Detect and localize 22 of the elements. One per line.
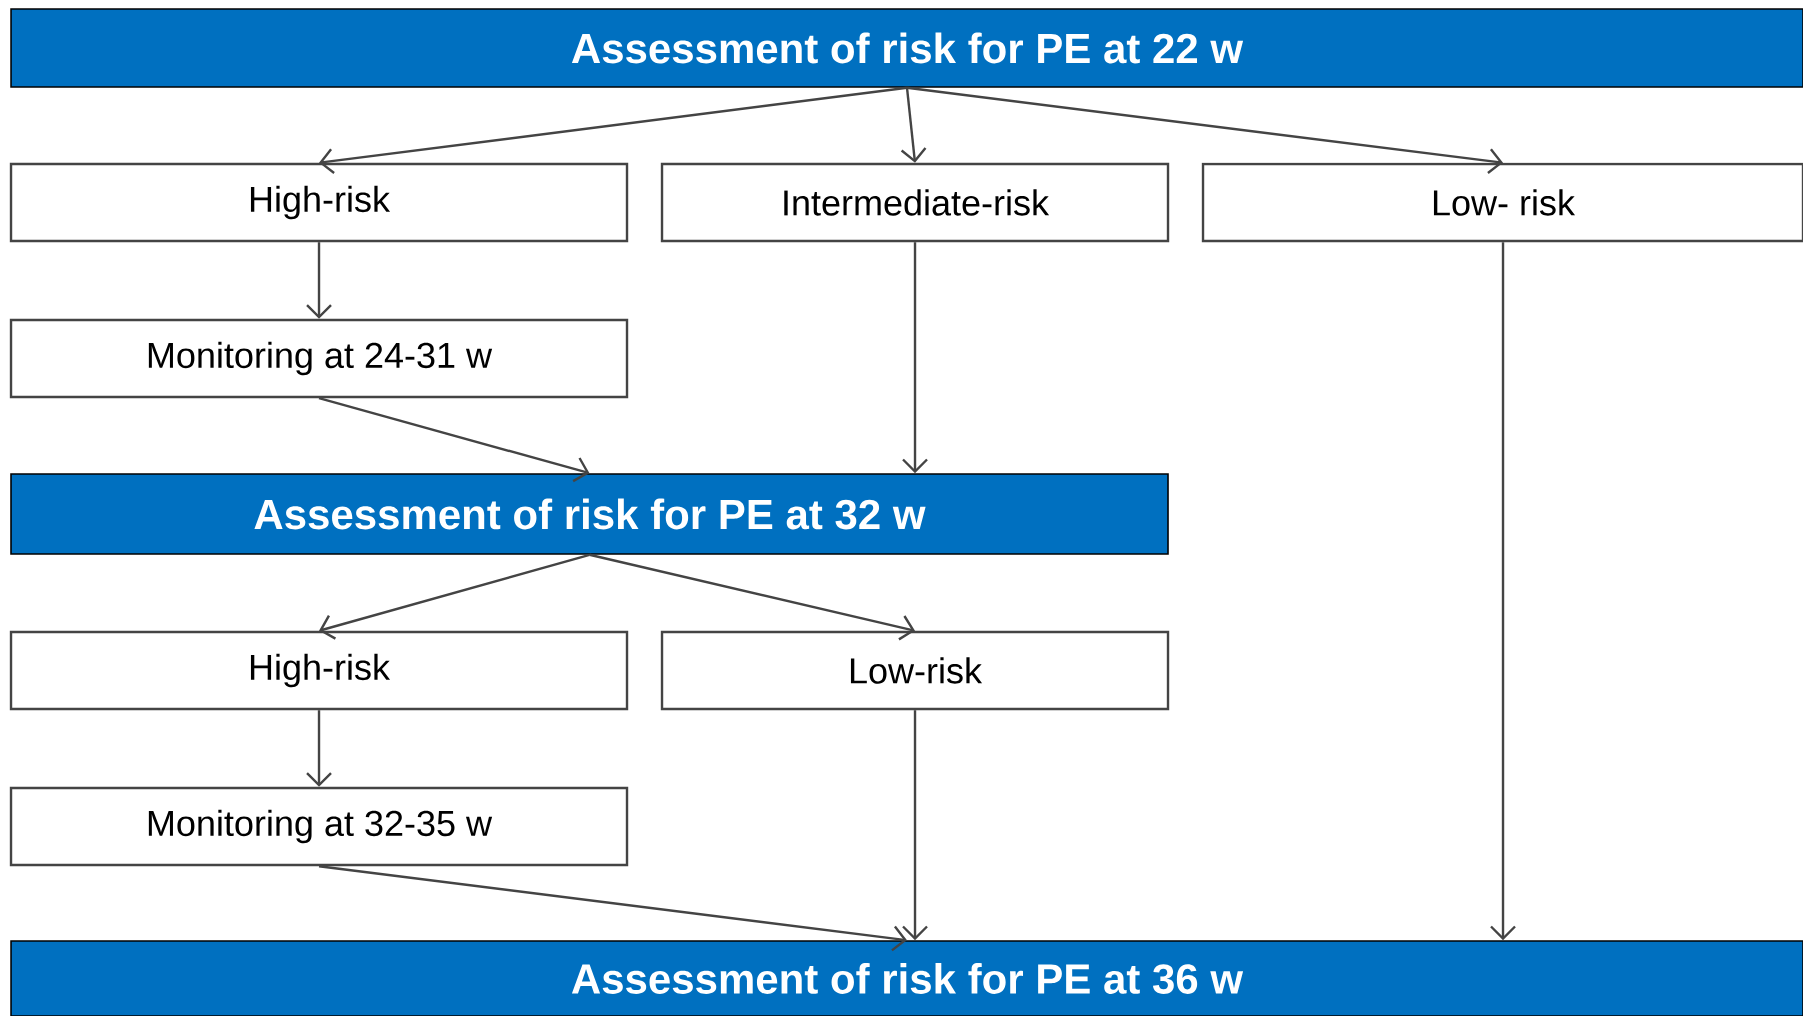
process-box: High-risk (9, 630, 629, 711)
heading-band: Assessment of risk for PE at 36 w (10, 940, 1803, 1016)
arrow (906, 86, 1503, 174)
arrow (1490, 242, 1516, 941)
process-box: Low- risk (1201, 162, 1803, 243)
arrow (306, 242, 332, 319)
arrow (902, 710, 928, 941)
heading-band: Assessment of risk for PE at 32 w (10, 473, 1169, 555)
arrow (319, 86, 908, 174)
heading-band: Assessment of risk for PE at 22 w (10, 8, 1803, 88)
process-box: Monitoring at 32-35 w (9, 786, 629, 867)
arrow (318, 865, 907, 952)
arrow (589, 553, 915, 641)
process-box: High-risk (9, 162, 629, 243)
arrow (319, 553, 590, 640)
arrow (900, 87, 927, 163)
arrow (306, 710, 332, 787)
process-box: Intermediate-risk (660, 162, 1170, 243)
process-box: Monitoring at 24-31 w (9, 318, 629, 399)
arrow (318, 397, 590, 483)
process-box: Low-risk (660, 630, 1170, 711)
arrow (902, 242, 928, 474)
